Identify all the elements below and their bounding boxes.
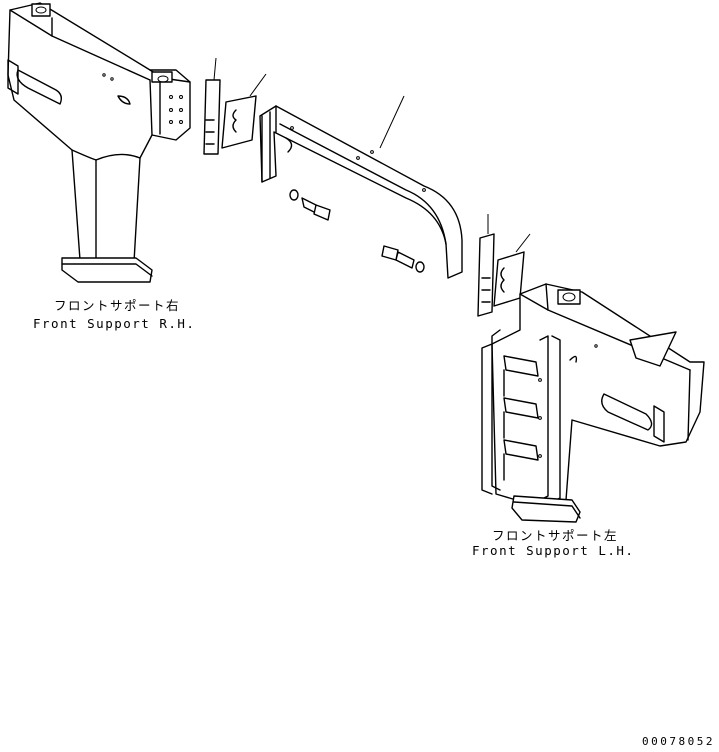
drawing-code: 00078052 bbox=[642, 735, 715, 748]
shim-plates-left bbox=[203, 57, 267, 155]
front-support-lh-label-jp: フロントサポート左 bbox=[492, 528, 619, 543]
shim-plates-right bbox=[477, 214, 531, 317]
front-support-rh-label-en: Front Support R.H. bbox=[33, 316, 196, 331]
front-support-lh-label-en: Front Support L.H. bbox=[472, 543, 635, 558]
front-support-lh bbox=[481, 283, 705, 523]
bolt-washer-left bbox=[289, 189, 331, 221]
center-frame bbox=[259, 95, 463, 279]
front-support-rh bbox=[7, 2, 191, 283]
front-support-rh-label-jp: フロントサポート右 bbox=[54, 298, 181, 313]
bolt-washer-right bbox=[381, 245, 425, 273]
